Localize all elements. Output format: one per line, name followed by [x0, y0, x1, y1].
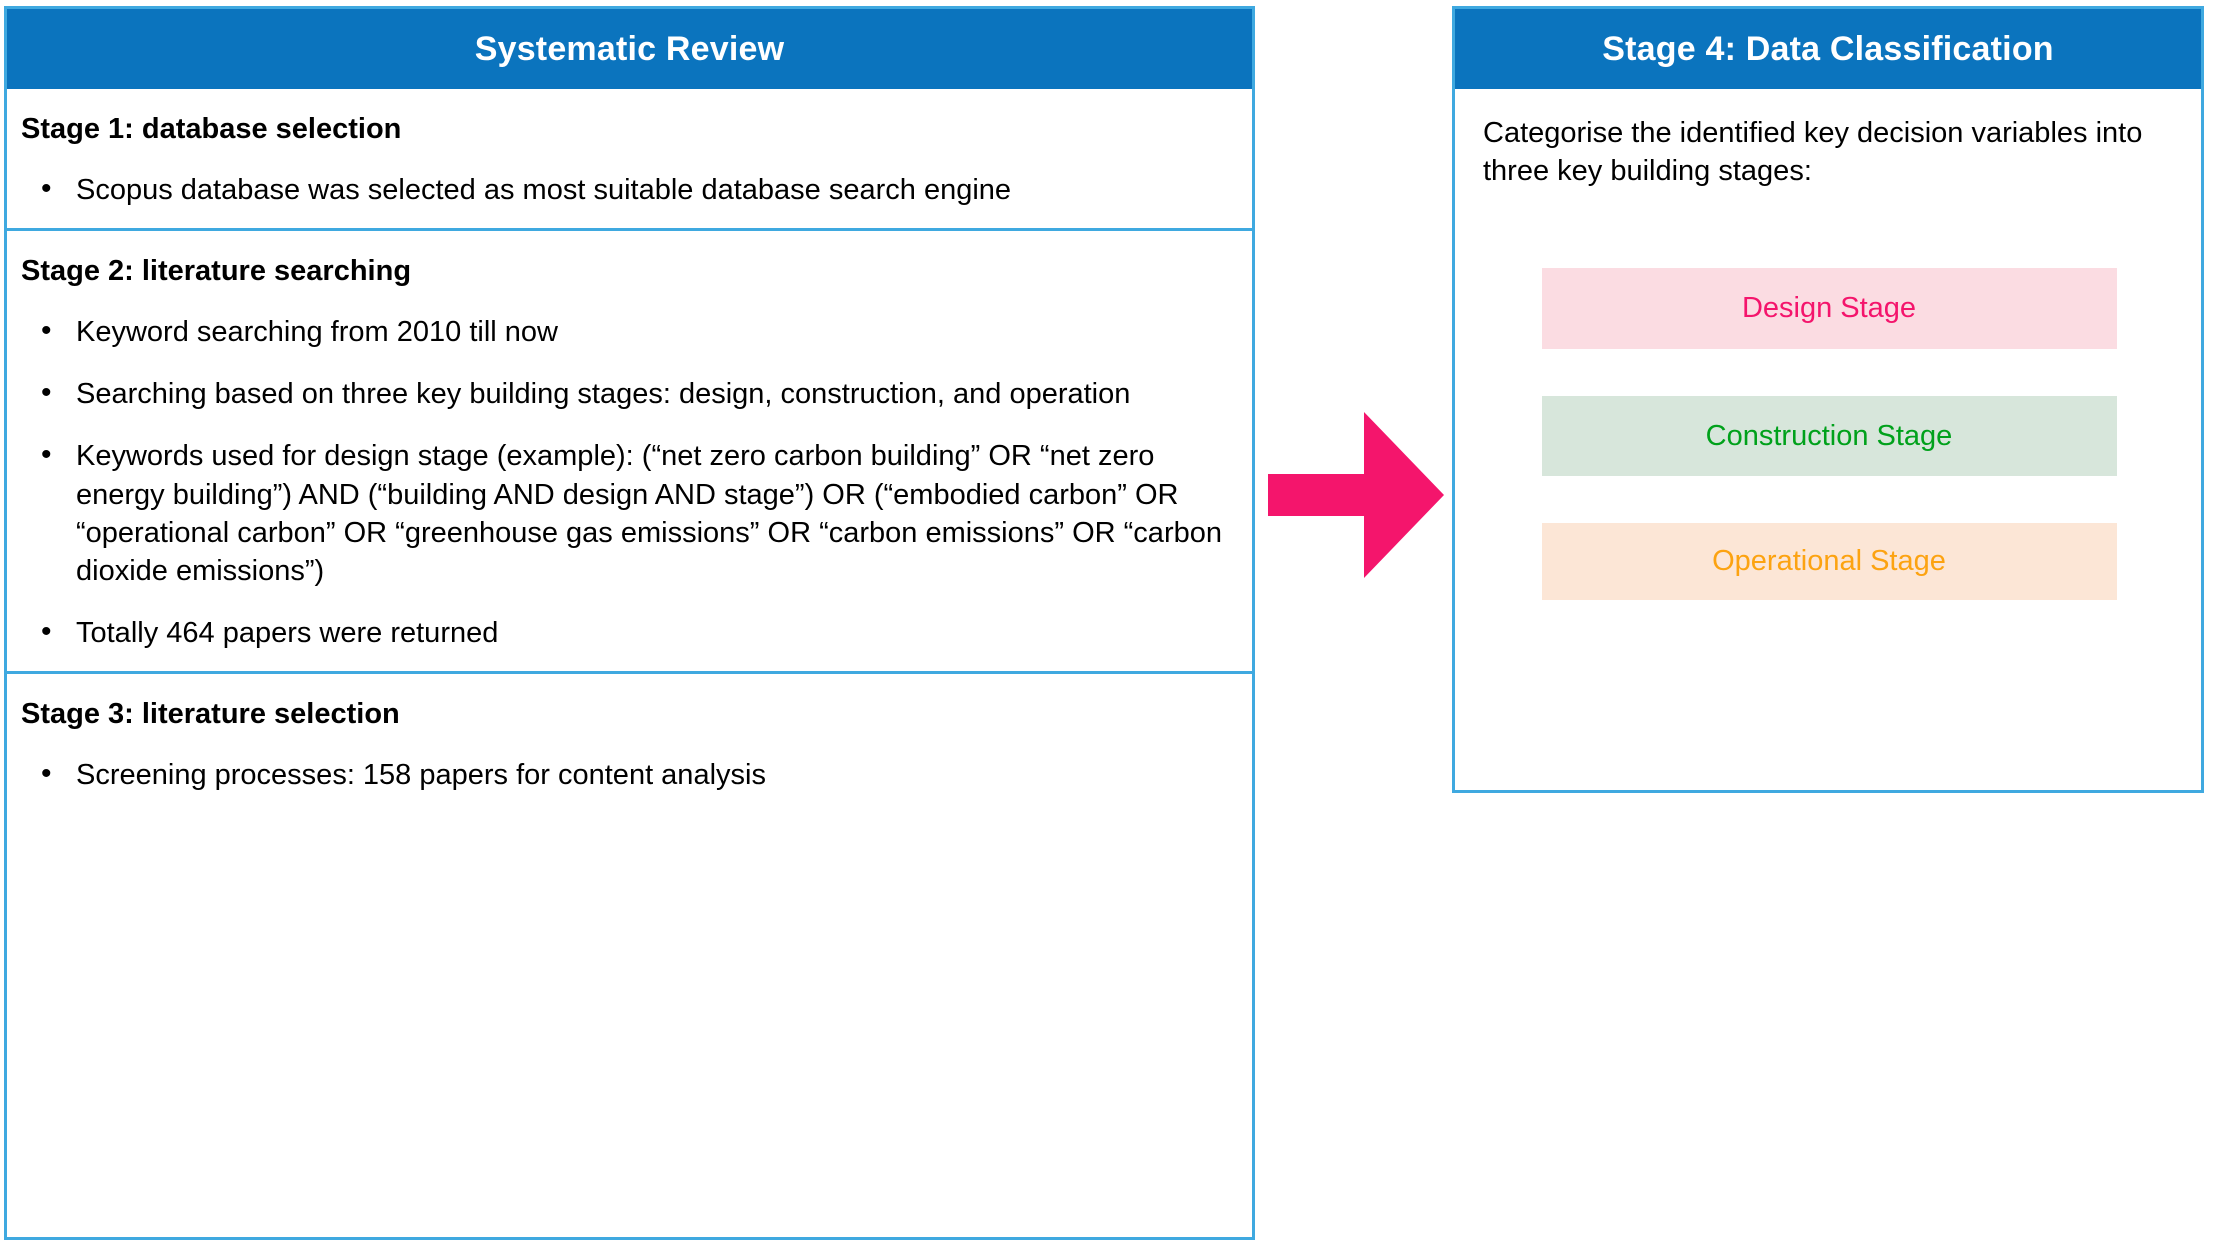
right-arrow-icon [1268, 412, 1444, 578]
stage-3-heading: Stage 3: literature selection [21, 697, 400, 730]
list-item: Screening processes: 158 papers for cont… [21, 754, 1238, 794]
systematic-review-panel: Systematic Review Stage 1: database sele… [4, 6, 1255, 1240]
construction-stage-box: Construction Stage [1541, 396, 2117, 477]
stage-2-heading: Stage 2: literature searching [21, 254, 412, 287]
stage-3-block: Stage 3: literature selection Screening … [7, 670, 1252, 813]
list-item: Keyword searching from 2010 till now [21, 311, 1238, 351]
stage-1-block: Stage 1: database selection Scopus datab… [7, 89, 1252, 228]
list-item: Scopus database was selected as most sui… [21, 169, 1238, 209]
stage-1-heading: Stage 1: database selection [21, 113, 402, 145]
stage-boxes-group: Design Stage Construction Stage Operatio… [1483, 268, 2175, 601]
stage-3-bullet-list: Screening processes: 158 papers for cont… [21, 754, 1238, 794]
list-item: Keywords used for design stage (example)… [21, 435, 1238, 590]
classification-intro-text: Categorise the identified key decision v… [1483, 117, 2143, 187]
data-classification-panel: Stage 4: Data Classification Categorise … [1452, 6, 2204, 793]
systematic-review-title: Systematic Review [7, 9, 1252, 89]
list-item: Totally 464 papers were returned [21, 612, 1238, 652]
design-stage-box: Design Stage [1541, 268, 2117, 350]
stage-1-bullet-list: Scopus database was selected as most sui… [21, 169, 1238, 209]
stage-2-bullet-list: Keyword searching from 2010 till now Sea… [21, 311, 1238, 653]
data-classification-body: Categorise the identified key decision v… [1455, 89, 2201, 601]
operational-stage-box: Operational Stage [1541, 523, 2117, 601]
data-classification-title: Stage 4: Data Classification [1455, 9, 2201, 89]
list-item: Searching based on three key building st… [21, 373, 1238, 413]
stage-2-block: Stage 2: literature searching Keyword se… [7, 227, 1252, 671]
